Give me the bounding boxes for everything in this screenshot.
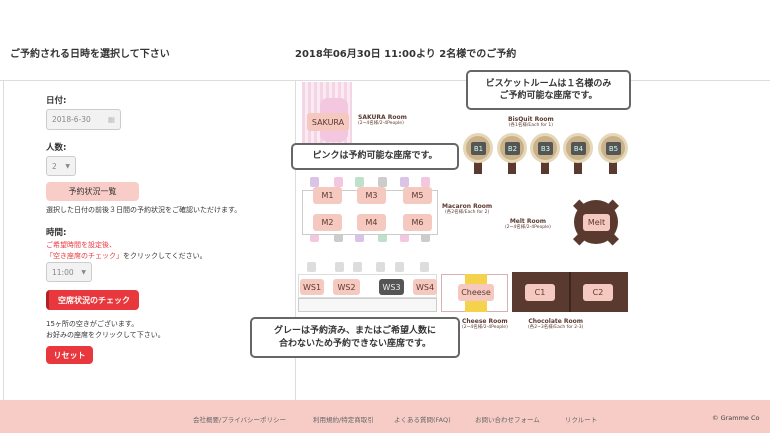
seat-m2[interactable]: M2 — [313, 214, 342, 231]
seat-b1[interactable]: B1 — [463, 133, 493, 163]
chair — [395, 262, 404, 272]
chair — [334, 177, 343, 187]
seat-m1[interactable]: M1 — [313, 187, 342, 204]
divider — [3, 80, 4, 400]
copyright: © Gramme Co — [712, 414, 760, 422]
divider — [569, 272, 571, 312]
chair — [400, 232, 409, 242]
seat-melt[interactable]: Melt — [583, 214, 610, 231]
seat-m4[interactable]: M4 — [357, 214, 386, 231]
table-leg — [574, 160, 582, 174]
page-instruction: ご予約される日時を選択して下さい — [10, 49, 170, 60]
chair — [378, 177, 387, 187]
divider — [295, 80, 296, 400]
table-leg — [474, 160, 482, 174]
time-select[interactable]: 11:00 ▼ — [46, 262, 92, 282]
time-warning-link: 「空き座席のチェック」 — [46, 252, 123, 260]
time-warning: ご希望時間を設定後、 — [46, 241, 116, 249]
chair — [400, 177, 409, 187]
chair — [376, 262, 385, 272]
seat-ws4[interactable]: WS4 — [413, 279, 437, 295]
time-label: 時間: — [46, 228, 67, 238]
seat-ws1[interactable]: WS1 — [300, 279, 324, 295]
room-label-melt: Melt Room(2~4名様/2-4People) — [505, 218, 551, 231]
footer-link-recruit[interactable]: リクルート — [565, 416, 598, 424]
people-label: 人数: — [46, 143, 67, 153]
table-leg — [541, 160, 549, 174]
seat-b3[interactable]: B3 — [530, 133, 560, 163]
room-label-chocolate: Chocolate Room(各2~3名様/Each for 2-3) — [528, 318, 584, 331]
chevron-down-icon: ▼ — [65, 162, 70, 170]
seat-cheese[interactable]: Cheese — [458, 284, 494, 301]
people-select[interactable]: 2▼ — [46, 156, 76, 176]
seat-b2[interactable]: B2 — [497, 133, 527, 163]
footer-link-terms[interactable]: 利用規約/特定商取引 — [313, 416, 374, 424]
result-count: 15ヶ所の空きがございます。 — [46, 320, 139, 328]
window-counter — [298, 298, 437, 312]
chair — [421, 232, 430, 242]
chair — [353, 262, 362, 272]
chair — [307, 262, 316, 272]
date-value: 2018-6-30 — [52, 115, 91, 124]
time-warning-line: 「空き座席のチェック」をクリックしてください。 — [46, 251, 207, 261]
chair — [335, 262, 344, 272]
chair — [310, 177, 319, 187]
callout-biscuit: ビスケットルームは１名様のみご予約可能な座席です。 — [466, 70, 631, 110]
footer-link-contact[interactable]: お問い合わせフォーム — [475, 416, 540, 424]
chair — [355, 177, 364, 187]
reservation-summary: 2018年06月30日 11:00より 2名様でのご予約 — [295, 49, 517, 60]
chair — [310, 232, 319, 242]
room-label-sakura: SAKURA Room(2~4名様/2-4People) — [358, 114, 407, 127]
seat-ws3[interactable]: WS3 — [379, 279, 404, 295]
chair — [421, 177, 430, 187]
result-hint: お好みの座席をクリックして下さい。 — [46, 331, 165, 339]
people-value: 2 — [52, 161, 57, 171]
divider — [0, 80, 770, 81]
footer-link-company[interactable]: 会社概要/プライバシーポリシー — [193, 416, 287, 424]
seat-c2[interactable]: C2 — [583, 284, 613, 301]
footer: 会社概要/プライバシーポリシー 利用規約/特定商取引 よくある質問(FAQ) お… — [0, 400, 770, 433]
callout-gray: グレーは予約済み、またはご希望人数に合わないため予約できない座席です。 — [250, 317, 460, 358]
seat-b4[interactable]: B4 — [563, 133, 593, 163]
seat-b5[interactable]: B5 — [598, 133, 628, 163]
room-label-biscuit: BisQuit Room(各1名様/Each for 1) — [508, 116, 554, 129]
seat-c1[interactable]: C1 — [525, 284, 555, 301]
seat-m3[interactable]: M3 — [357, 187, 386, 204]
chair — [355, 232, 364, 242]
footer-link-faq[interactable]: よくある質問(FAQ) — [394, 416, 451, 424]
date-input[interactable]: 2018-6-30 ▦ — [46, 109, 121, 130]
seat-m5[interactable]: M5 — [403, 187, 432, 204]
calendar-icon: ▦ — [107, 115, 115, 124]
chair — [334, 232, 343, 242]
chevron-down-icon: ▼ — [81, 268, 86, 276]
status-list-button[interactable]: 予約状況一覧 — [46, 182, 139, 201]
table-leg — [508, 160, 516, 174]
reset-button[interactable]: リセット — [46, 346, 93, 364]
chair — [378, 232, 387, 242]
callout-pink: ピンクは予約可能な座席です。 — [291, 143, 459, 170]
check-availability-button[interactable]: 空席状況のチェック — [46, 290, 139, 310]
date-label: 日付: — [46, 96, 67, 106]
seat-m6[interactable]: M6 — [403, 214, 432, 231]
room-label-macaron: Macaron Room(各2名様/Each for 2) — [442, 203, 493, 216]
seat-sakura[interactable]: SAKURA — [307, 113, 349, 131]
status-note: 選択した日付の前後３日間の予約状況をご確認いただけます。 — [46, 206, 242, 214]
table-leg — [609, 160, 617, 174]
seat-ws2[interactable]: WS2 — [333, 279, 360, 295]
room-label-cheese: Cheese Room(2~4名様/2-4People) — [462, 318, 508, 331]
chair — [420, 262, 429, 272]
time-warning-text: をクリックしてください。 — [123, 252, 207, 260]
time-value: 11:00 — [52, 267, 74, 277]
